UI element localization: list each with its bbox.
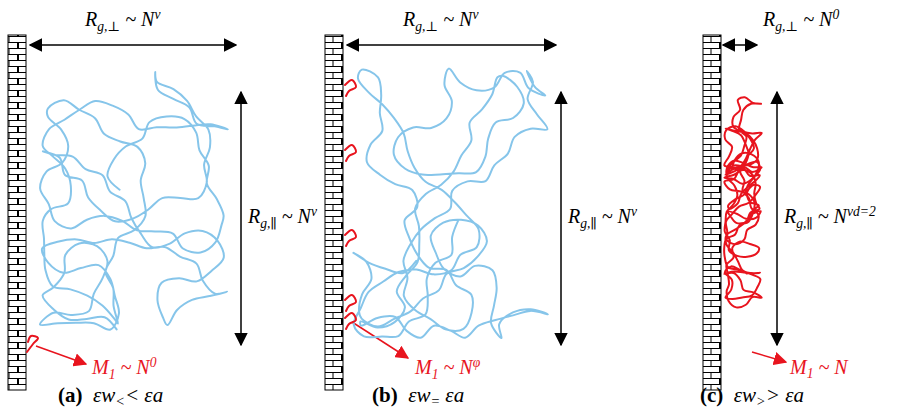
panel-caption: (b) εw= εa (372, 384, 464, 410)
leader-arrow (36, 346, 86, 364)
scaling-label: Rg,∥ ~ Nν (248, 205, 317, 232)
adsorbed-chain (724, 97, 762, 307)
adsorbed-segment (345, 313, 356, 329)
brick-wall (325, 35, 343, 390)
width-arrow (30, 44, 236, 46)
scaling-label: M1 ~ Nφ (415, 356, 480, 383)
width-arrow (723, 44, 757, 46)
scaling-label: M1 ~ N0 (92, 356, 156, 383)
height-arrow (776, 92, 778, 345)
scaling-label: Rg,∥ ~ Nνd=2 (784, 205, 876, 232)
leader-arrow (752, 352, 786, 362)
adsorbed-segment (345, 230, 356, 246)
adsorbed-segment (345, 295, 356, 311)
panel-caption: (c) εw>> εa (700, 384, 804, 410)
polymer-chain (40, 72, 228, 330)
width-arrow (347, 44, 556, 46)
height-arrow (240, 92, 242, 345)
adsorbed-segment (345, 145, 356, 161)
dimension-arrows (30, 45, 777, 345)
polymer-chain (353, 69, 547, 338)
walls (8, 35, 721, 390)
height-arrow (560, 92, 562, 345)
brick-wall (8, 35, 26, 390)
brick-wall (703, 35, 721, 390)
adsorbed-segment (345, 80, 356, 96)
scaling-label: Rg,⊥ ~ Nν (85, 8, 160, 35)
panel-caption: (a) εw<< εa (58, 384, 163, 410)
adsorbed-segment (27, 336, 38, 352)
scaling-label: M1 ~ N (790, 356, 848, 382)
polymer-coils (27, 69, 762, 352)
scaling-label: Rg,∥ ~ Nν (568, 205, 637, 232)
scaling-label: Rg,⊥ ~ Nν (403, 8, 478, 35)
scaling-label: Rg,⊥ ~ N0 (763, 8, 839, 35)
